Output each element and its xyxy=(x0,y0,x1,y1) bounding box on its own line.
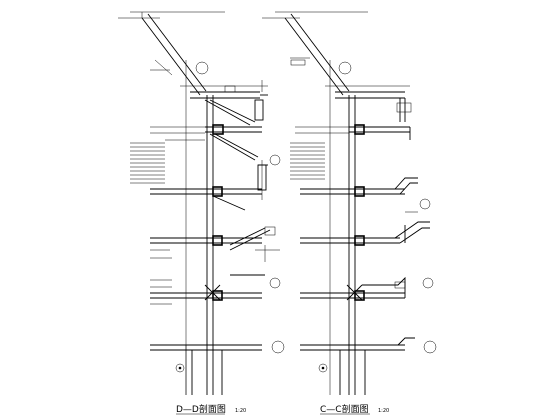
beam-section xyxy=(354,235,365,246)
cross-brace xyxy=(346,284,363,301)
axis-marker xyxy=(422,277,434,289)
stair-slope-line xyxy=(212,195,246,211)
stair-slope-line xyxy=(209,99,256,123)
stair-slope-line xyxy=(204,99,251,126)
dim-box xyxy=(264,226,276,236)
beam-section xyxy=(354,124,365,135)
axis-marker xyxy=(419,198,431,210)
axis-marker xyxy=(269,154,281,166)
stair-slope-line xyxy=(229,227,266,246)
section-title: D—D剖面图 xyxy=(176,403,226,415)
stair-slope-line xyxy=(394,221,430,239)
dim-box xyxy=(394,281,406,289)
stair-slope-line xyxy=(290,13,350,92)
axis-marker xyxy=(195,61,209,75)
axis-marker-dot xyxy=(178,366,182,370)
axis-marker xyxy=(338,61,352,75)
axis-marker-dot xyxy=(321,366,325,370)
dim-box xyxy=(396,102,412,113)
section-d-d: D—D剖面图 1:20 xyxy=(118,11,285,415)
axis-marker xyxy=(318,363,328,373)
beam-section xyxy=(354,290,365,301)
axis-marker xyxy=(271,340,285,354)
stair-slope-line xyxy=(284,17,344,96)
stair-slope-line xyxy=(394,177,418,190)
section-c-c: C—C剖面图 1:20 xyxy=(262,11,437,415)
beam-section xyxy=(354,186,365,197)
beam-section xyxy=(212,124,224,135)
beam-section xyxy=(212,290,223,301)
beam-section xyxy=(254,99,264,121)
stair-slope-line xyxy=(399,182,418,195)
section-scale: 1:20 xyxy=(235,408,246,414)
axis-marker xyxy=(175,363,185,373)
stair-slope-line xyxy=(147,13,207,92)
stair-slope-line xyxy=(229,229,271,251)
dim-box xyxy=(290,59,306,66)
beam-section xyxy=(212,235,223,246)
stair-slope-line xyxy=(214,133,259,158)
wall-line xyxy=(397,337,415,346)
stair-slope-line xyxy=(141,17,201,96)
leader-line xyxy=(154,59,173,76)
annotation-text-block xyxy=(290,142,325,180)
cross-brace xyxy=(204,284,221,301)
beam-section xyxy=(212,186,223,197)
section-title: C—C剖面图 xyxy=(320,403,369,415)
axis-marker xyxy=(423,340,437,354)
stair-slope-line xyxy=(399,227,430,244)
section-scale: 1:20 xyxy=(378,408,389,414)
stair-slope-line xyxy=(209,133,256,161)
annotation-text-block xyxy=(130,139,205,184)
axis-marker xyxy=(269,277,281,289)
dim-box xyxy=(224,85,236,93)
